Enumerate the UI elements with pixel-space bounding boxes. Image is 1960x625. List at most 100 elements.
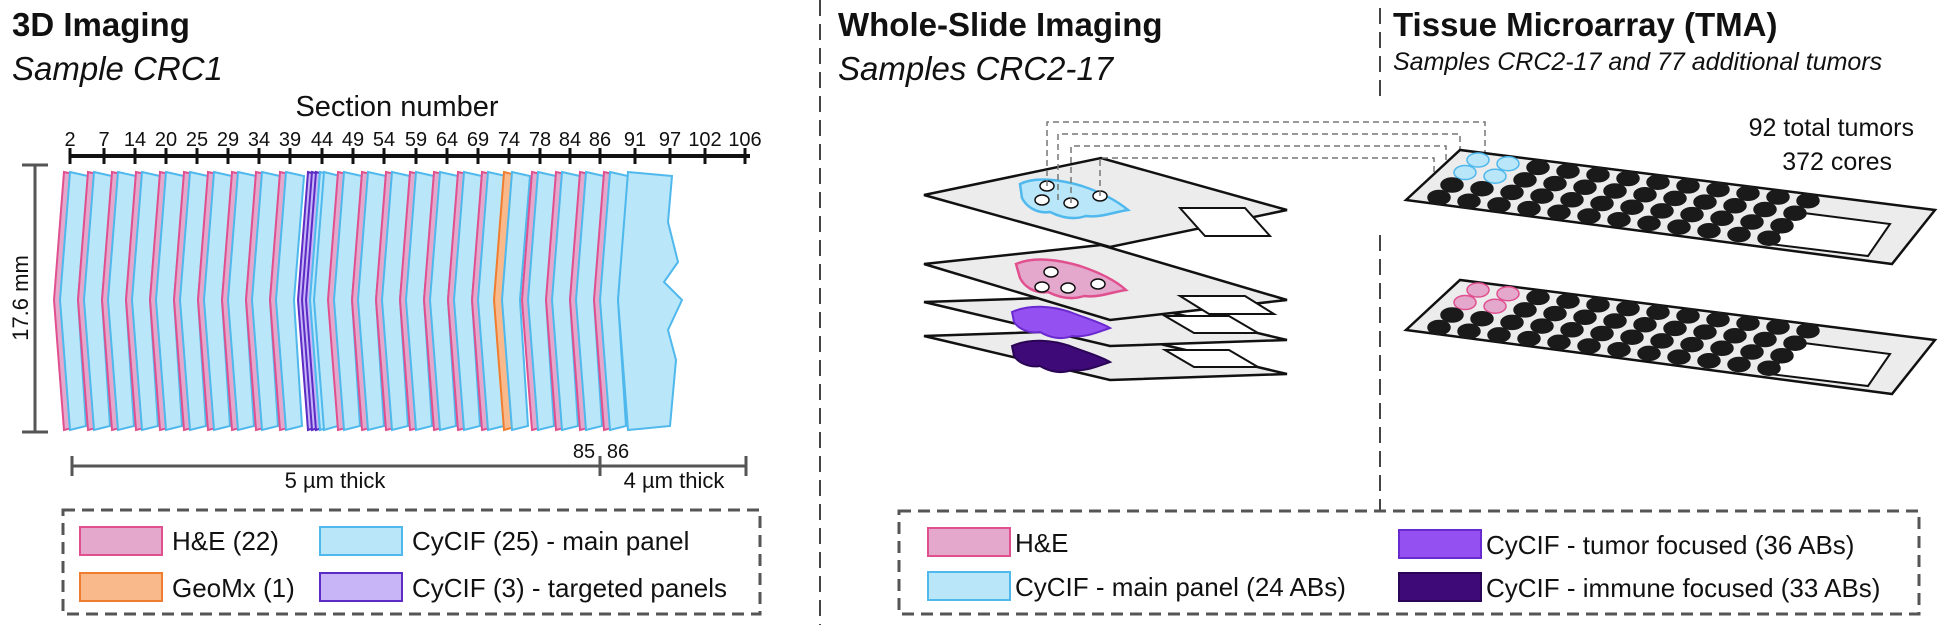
legend-swatch-he (79, 526, 163, 556)
tma-core (1796, 322, 1820, 339)
wsi-slides-rendered (923, 156, 1288, 382)
tma-core (1500, 314, 1524, 331)
tma-top-cores (1427, 152, 1820, 246)
tma-core (1646, 304, 1670, 320)
wsi-top-core-2 (1034, 194, 1050, 206)
section-tick-label: 74 (498, 129, 520, 151)
tma-total-tumors: 92 total tumors (1749, 114, 1914, 142)
tma-core (1470, 180, 1494, 197)
tma-core (1753, 331, 1777, 348)
tma-core (1517, 330, 1541, 347)
tma-core (1680, 206, 1704, 223)
tma-core (1766, 189, 1790, 205)
tma-core (1616, 300, 1640, 317)
tma-core (1603, 313, 1627, 329)
section-tick-label: 39 (279, 129, 301, 151)
legend-wsi-label-tumor: CyCIF - tumor focused (36 ABs) (1486, 530, 1854, 560)
tma-core (1603, 183, 1627, 199)
height-label: 17.6 mm (8, 255, 33, 341)
tma-core (1470, 310, 1494, 327)
legend-swatch-geomx (79, 572, 163, 602)
legend-wsi-swatch-immune (1398, 572, 1482, 602)
section-tick-label: 59 (405, 129, 427, 151)
tma-core (1770, 347, 1794, 364)
wsi-core-4 (1090, 278, 1106, 290)
tma-core (1710, 210, 1734, 227)
tma-total-cores: 372 cores (1782, 148, 1892, 176)
tma-core (1573, 179, 1597, 196)
tma-core (1427, 189, 1451, 206)
legend-wsi-box (897, 509, 1921, 616)
thickness-5um-label: 5 µm thick (285, 468, 387, 493)
tma-core (1710, 340, 1734, 357)
subtitle-wsi: Samples CRC2-17 (838, 50, 1115, 87)
title-tma: Tissue Microarray (TMA) (1393, 6, 1778, 43)
tma-core (1517, 200, 1541, 217)
section-tick-label: 102 (688, 129, 721, 151)
tma-core (1783, 335, 1807, 351)
section-cycif-last (616, 170, 684, 432)
tma-core (1530, 188, 1554, 204)
title-wsi: Whole-Slide Imaging (838, 6, 1163, 43)
legend-wsi-label-cycif-main: CyCIF - main panel (24 ABs) (1015, 572, 1346, 602)
section-tick-label: 97 (659, 129, 681, 151)
wsi-label-cycif (1177, 207, 1273, 237)
section-tick-label: 34 (248, 129, 270, 151)
tma-core (1796, 192, 1820, 209)
tma-core (1620, 329, 1644, 345)
tma-core (1663, 190, 1687, 207)
tma-core (1740, 214, 1764, 230)
subtitle-3d-imaging: Sample CRC1 (12, 50, 223, 87)
title-3d-imaging: 3D Imaging (12, 6, 190, 43)
legend-3d-box (61, 508, 762, 616)
tma-core (1616, 170, 1640, 187)
tma-core (1723, 328, 1747, 344)
tma-core (1556, 163, 1580, 179)
section-cycif-main (500, 170, 532, 432)
tma-core (1560, 322, 1584, 338)
tma-core (1633, 186, 1657, 203)
tma-core (1723, 198, 1747, 214)
section-number-label: Section number (295, 91, 498, 123)
legend-wsi-swatch-cycif-main (927, 571, 1011, 601)
section-tick-label: 25 (186, 129, 208, 151)
tma-core (1650, 203, 1674, 219)
tma-core-highlighted (1466, 152, 1490, 168)
section-tick-label: 20 (155, 129, 177, 151)
tma-core (1543, 305, 1567, 322)
tma-core (1637, 215, 1661, 232)
legend-label-cycif-main: CyCIF (25) - main panel (412, 526, 689, 556)
legend-swatch-cycif-targeted (319, 572, 403, 602)
tma-core (1633, 316, 1657, 333)
wsi-label-tumor (1161, 315, 1262, 334)
section-tick-label: 7 (98, 129, 109, 151)
tma-core (1753, 201, 1777, 218)
tma-core (1513, 302, 1537, 318)
tma-core (1757, 360, 1781, 376)
tma-core (1530, 318, 1554, 334)
legend-wsi-swatch-he (927, 527, 1011, 557)
tma-core (1556, 293, 1580, 309)
tma-core (1573, 309, 1597, 326)
tma-core-highlighted (1483, 298, 1507, 314)
tma-core-highlighted (1453, 294, 1477, 311)
tma-core (1650, 333, 1674, 349)
section-tick-label: 69 (467, 129, 489, 151)
section-tick-label: 86 (589, 129, 611, 151)
section-cycif-main (274, 170, 306, 432)
tma-core (1646, 174, 1670, 190)
tma-core (1586, 167, 1610, 183)
tma-core (1663, 320, 1687, 337)
section-tick-label: 78 (529, 129, 551, 151)
section-tick-label: 106 (728, 129, 761, 151)
tma-core (1727, 356, 1751, 373)
tma-core (1783, 205, 1807, 221)
tma-core (1440, 307, 1464, 323)
legend-wsi-label-immune: CyCIF - immune focused (33 ABs) (1486, 573, 1880, 603)
tma-core (1590, 325, 1614, 342)
wsi-label-he (1176, 295, 1278, 315)
tma-core (1577, 338, 1601, 354)
tma-core (1637, 345, 1661, 362)
